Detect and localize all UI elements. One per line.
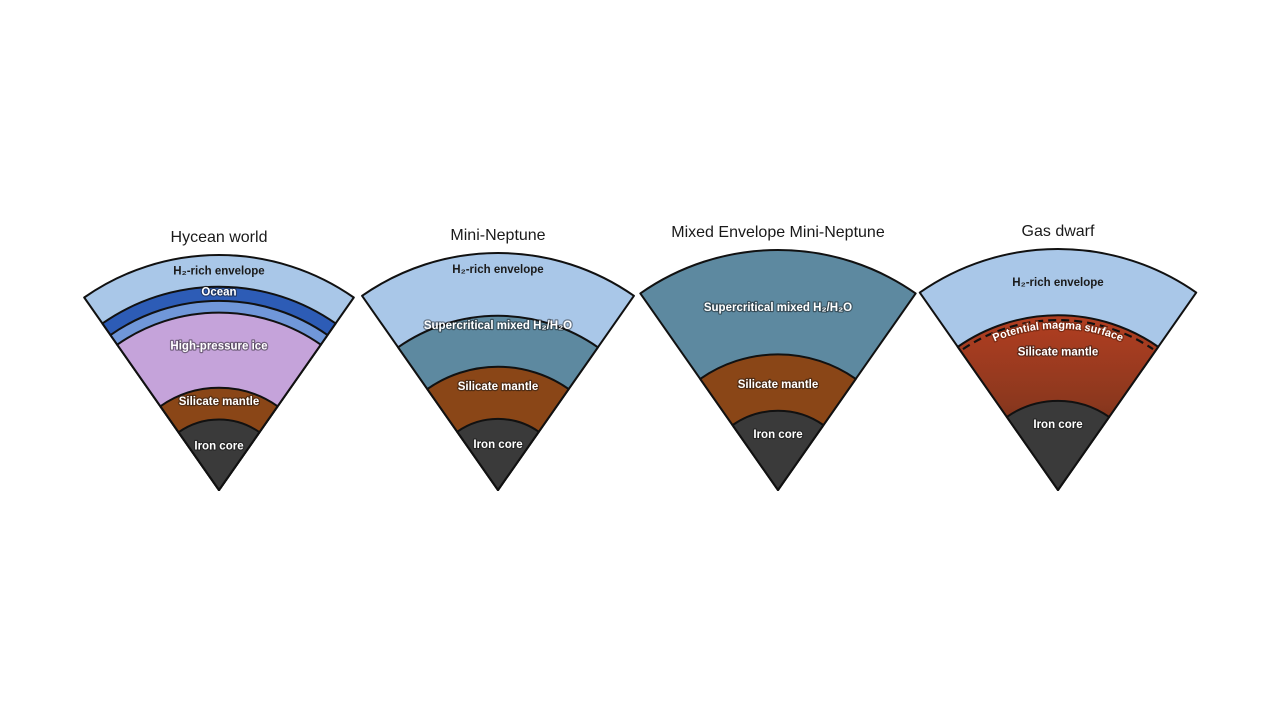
layer-iron-core	[177, 418, 261, 491]
label-silicate-mantle: Silicate mantle	[179, 396, 260, 408]
diagram-title-mixed-envelope-mini-neptune: Mixed Envelope Mini-Neptune	[671, 224, 885, 241]
label-h2-rich-envelope: H₂-rich envelope	[452, 264, 543, 276]
layer-iron-core	[456, 417, 540, 491]
layer-iron-core	[1005, 399, 1111, 491]
diagram-title-hycean-world: Hycean world	[171, 229, 268, 246]
diagram-title-gas-dwarf: Gas dwarf	[1022, 223, 1095, 240]
label-ocean: Ocean	[201, 286, 236, 298]
label-silicate-mantle: Silicate mantle	[1018, 347, 1099, 359]
label-h2-rich-envelope: H₂-rich envelope	[1012, 277, 1103, 289]
label-supercritical-mixed: Supercritical mixed H₂/H₂O	[704, 302, 852, 314]
label-iron-core: Iron core	[194, 440, 243, 452]
label-iron-core: Iron core	[1033, 419, 1082, 431]
label-supercritical-mixed: Supercritical mixed H₂/H₂O	[424, 320, 572, 332]
diagram-mixed-envelope-mini-neptune: Mixed Envelope Mini-NeptuneSupercritical…	[639, 224, 917, 491]
label-iron-core: Iron core	[753, 429, 802, 441]
magma-surface-dashed-line	[962, 319, 1154, 351]
label-h2-rich-envelope: H₂-rich envelope	[173, 265, 264, 277]
label-iron-core: Iron core	[473, 439, 522, 451]
label-high-pressure-ice: High-pressure ice	[170, 341, 267, 353]
layer-iron-core	[731, 409, 825, 491]
label-silicate-mantle: Silicate mantle	[738, 379, 819, 391]
diagram-title-mini-neptune: Mini-Neptune	[450, 227, 545, 244]
label-silicate-mantle: Silicate mantle	[458, 381, 539, 393]
